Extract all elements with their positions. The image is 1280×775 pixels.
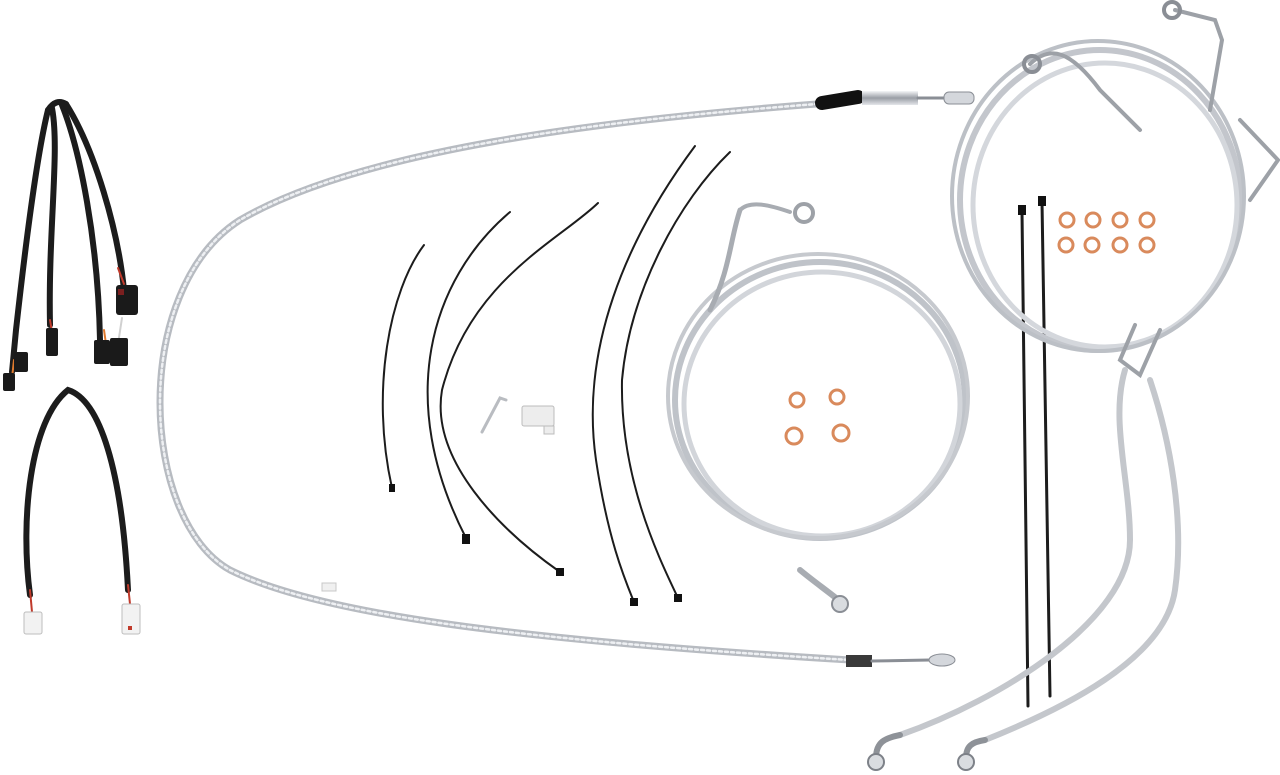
mounting-clips [480, 396, 555, 435]
brake-line-coil [666, 202, 970, 613]
clutch-cable [156, 90, 975, 667]
copper-crush-washers [784, 211, 1156, 446]
harness-connectors [3, 285, 138, 391]
wiring-jumper [23, 386, 141, 635]
cable-ties [381, 145, 1052, 708]
abs-brake-lines [867, 0, 1280, 771]
wiring-harness-extensions [9, 99, 127, 379]
cable-tie-heads [389, 196, 1046, 606]
